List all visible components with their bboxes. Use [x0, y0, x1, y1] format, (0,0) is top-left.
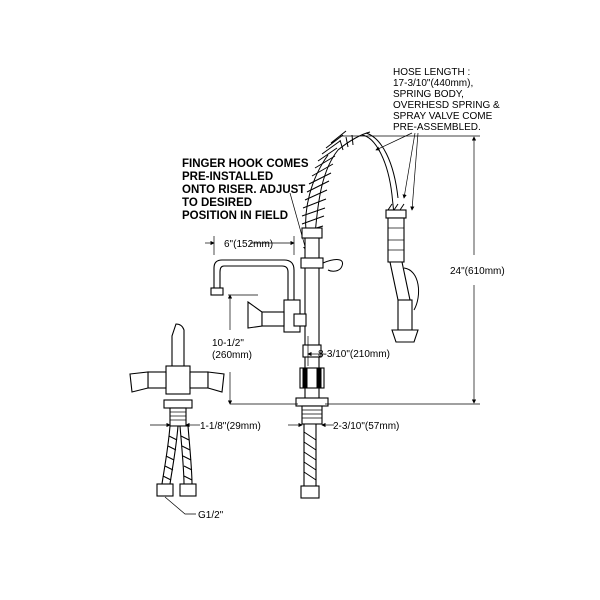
finger-note-line-5: POSITION IN FIELD	[182, 210, 288, 222]
mixer-gooseneck-stub	[171, 323, 185, 367]
dim-riser-offset-label: 8-3/10"(210mm)	[318, 349, 390, 360]
hose-length-note: HOSE LENGTH : 17-3/10"(440mm), SPRING BO…	[393, 67, 500, 133]
mixer-right-valve	[189, 371, 209, 389]
spring-collar	[301, 227, 323, 239]
mixer-hose-left	[161, 425, 179, 485]
spout-aerator	[210, 287, 224, 296]
riser-hose-nut	[300, 485, 320, 499]
spray-trigger	[403, 267, 420, 311]
spout-connector	[293, 313, 307, 327]
dim-spout-height-label-1: 10-1/2"	[212, 338, 244, 349]
mixer-flange	[163, 399, 193, 409]
hose-note-line-5: SPRAY VALVE COME	[393, 111, 493, 122]
dim-thread-label: G1/2"	[198, 510, 224, 521]
addon-faucet-handle	[247, 300, 263, 329]
finger-hook-collar	[300, 257, 324, 269]
dim-riser-shank-label: 2-3/10"(57mm)	[333, 421, 399, 432]
dim-spout-height: 10-1/2" (260mm)	[212, 294, 258, 405]
riser	[295, 227, 344, 499]
finger-note-line-1: FINGER HOOK COMES	[182, 158, 309, 170]
addon-valve-body	[261, 311, 285, 327]
hose-note-line-1: HOSE LENGTH :	[393, 67, 470, 78]
hose-note-line-6: PRE-ASSEMBLED.	[393, 122, 481, 133]
mixer-left-handle	[129, 371, 149, 393]
dim-spout-reach-label: 6"(152mm)	[224, 239, 273, 250]
riser-shading	[302, 367, 322, 389]
dim-riser-shank: 2-3/10"(57mm)	[288, 421, 399, 432]
mixer-left-valve	[147, 371, 167, 389]
spring-coils	[301, 130, 354, 233]
mixer-hose-nut-right	[179, 483, 197, 497]
dim-total-height-label: 24"(610mm)	[450, 266, 505, 277]
mixer-hose-nut-left	[156, 483, 174, 497]
spray-nozzle	[391, 329, 419, 343]
mixer-right-handle	[207, 371, 225, 393]
finger-hook-note: FINGER HOOK COMES PRE-INSTALLED ONTO RIS…	[182, 158, 309, 222]
finger-hook	[322, 259, 344, 272]
dim-mixer-shank-label: 1-1/8"(29mm)	[200, 421, 261, 432]
riser-shank	[301, 405, 323, 425]
hose-note-line-3: SPRING BODY,	[393, 89, 464, 100]
dim-mixer-shank: 1-1/8"(29mm)	[150, 421, 261, 432]
hose-note-line-4: OVERHESD SPRING &	[393, 100, 500, 111]
mixing-faucet	[129, 323, 225, 497]
swing-spout	[210, 259, 307, 333]
mixer-body	[165, 365, 191, 395]
spray-head	[397, 299, 413, 331]
mixer-hose-right	[179, 425, 193, 485]
hose-note-line-2: 17-3/10"(440mm),	[393, 78, 473, 89]
dim-spout-reach: 6"(152mm)	[205, 236, 295, 255]
finger-note-line-4: TO DESIRED	[182, 197, 252, 209]
spray-hose-nut	[385, 209, 407, 219]
finger-note-line-2: PRE-INSTALLED	[182, 171, 273, 183]
mixer-shank	[169, 407, 187, 427]
finger-note-line-3: ONTO RISER. ADJUST	[182, 184, 305, 196]
riser-flange	[295, 397, 329, 407]
dim-riser-offset: 8-3/10"(210mm)	[307, 336, 390, 366]
dim-total-height: 24"(610mm)	[230, 135, 505, 405]
dim-spout-height-label-2: (260mm)	[212, 350, 252, 361]
spray-valve	[385, 203, 420, 343]
spray-neck	[389, 261, 411, 301]
dim-thread: G1/2"	[164, 496, 224, 521]
leader-lines	[289, 132, 419, 251]
